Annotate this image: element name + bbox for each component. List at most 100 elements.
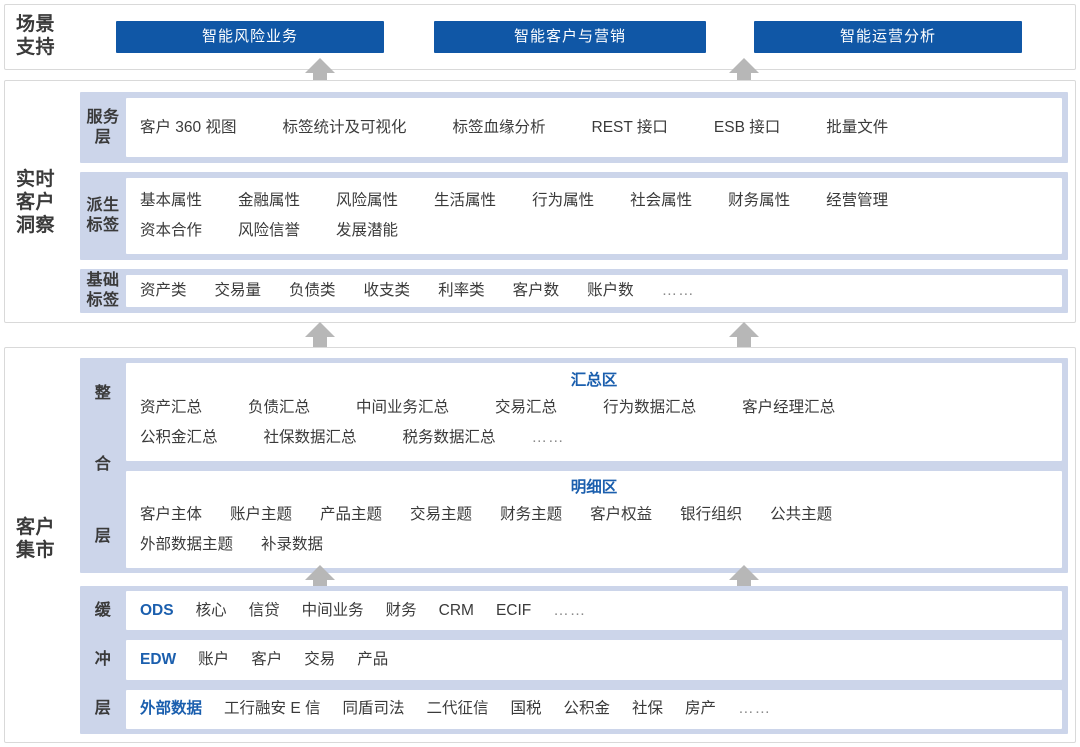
chip-transaction[interactable]: 交易: [304, 650, 336, 668]
chip-interest-rate-class[interactable]: 利率类: [438, 282, 485, 299]
chip-customer[interactable]: 客户: [251, 650, 283, 668]
chip-financial-attribute[interactable]: 金融属性: [238, 192, 301, 209]
scene-button-customer-marketing[interactable]: 智能客户与营销: [434, 21, 706, 53]
chip-housing-fund[interactable]: 公积金: [563, 700, 611, 718]
arrow-up-icon: [727, 563, 761, 597]
chip-behavior-data-summary[interactable]: 行为数据汇总: [603, 398, 697, 416]
chip-customer-360-view[interactable]: 客户 360 视图: [140, 118, 237, 136]
arrow-up-icon: [303, 320, 337, 354]
chip-finance-attribute[interactable]: 财务属性: [728, 192, 791, 209]
chip-icbc-rongan-e-xin[interactable]: 工行融安 E 信: [224, 700, 321, 718]
chip-credit[interactable]: 信贷: [248, 601, 280, 619]
chip-finance-subject[interactable]: 财务主题: [500, 506, 563, 524]
chip-liability-summary[interactable]: 负债汇总: [248, 398, 311, 416]
summary-zone: 汇总区 资产汇总 负债汇总 中间业务汇总 交易汇总 行为数据汇总 客户经理汇总 …: [126, 363, 1062, 461]
chip-ods[interactable]: ODS: [140, 601, 174, 619]
chip-batch-file[interactable]: 批量文件: [826, 118, 889, 136]
chip-national-tax[interactable]: 国税: [510, 700, 542, 718]
chip-transaction-summary[interactable]: 交易汇总: [495, 398, 558, 416]
chip-intermediate-business[interactable]: 中间业务: [301, 601, 364, 619]
summary-zone-row-1: 资产汇总 负债汇总 中间业务汇总 交易汇总 行为数据汇总 客户经理汇总: [140, 393, 1048, 423]
integration-layer-band: 整 合 层 汇总区 资产汇总 负债汇总 中间业务汇总 交易汇总 行为数据汇总: [80, 358, 1068, 573]
detail-zone-title: 明细区: [570, 479, 618, 497]
arrow-up-icon: [303, 563, 337, 597]
chip-ellipsis: ……: [531, 428, 565, 446]
summary-zone-row-2: 公积金汇总 社保数据汇总 税务数据汇总 ……: [140, 423, 1048, 453]
integration-layer-label-char-3: 层: [94, 528, 112, 546]
chip-housing-fund-summary[interactable]: 公积金汇总: [140, 428, 218, 446]
chip-account-count[interactable]: 账户数: [587, 282, 634, 299]
service-layer-row: 客户 360 视图 标签统计及可视化 标签血缘分析 REST 接口 ESB 接口…: [140, 113, 1048, 143]
scene-button-operation-analysis[interactable]: 智能运营分析: [754, 21, 1022, 53]
scene-support-group-label: 场景 支持: [16, 14, 56, 58]
chip-risk-attribute[interactable]: 风险属性: [336, 192, 399, 209]
chip-basic-attribute[interactable]: 基本属性: [140, 192, 203, 209]
chip-public-subject[interactable]: 公共主题: [770, 506, 833, 524]
external-data-chip-row: 外部数据 工行融安 E 信 同盾司法 二代征信 国税 公积金 社保 房产: [140, 694, 1048, 724]
chip-transaction-subject[interactable]: 交易主题: [410, 506, 473, 524]
ods-chip-row: ODS 核心 信贷 中间业务 财务 CRM ECIF ……: [140, 596, 1048, 626]
chip-social-security[interactable]: 社保: [632, 700, 664, 718]
service-layer-band: 服务 层 客户 360 视图 标签统计及可视化 标签血缘分析 REST 接口 E…: [80, 92, 1068, 163]
chip-income-expense-class[interactable]: 收支类: [363, 282, 411, 299]
chip-asset-summary[interactable]: 资产汇总: [140, 398, 203, 416]
chip-rest-interface[interactable]: REST 接口: [591, 118, 668, 136]
buffer-layer-label-char-1: 缓: [94, 601, 112, 619]
detail-zone: 明细区 客户主体 账户主题 产品主题 交易主题 财务主题 客户权益 银行组织: [126, 470, 1062, 568]
chip-account-subject[interactable]: 账户主题: [230, 506, 293, 524]
chip-second-gen-credit[interactable]: 二代征信: [426, 700, 489, 718]
chip-liability-class[interactable]: 负债类: [289, 282, 336, 299]
chip-customer-count[interactable]: 客户数: [512, 282, 560, 299]
chip-product-subject[interactable]: 产品主题: [320, 506, 383, 524]
chip-life-attribute[interactable]: 生活属性: [434, 192, 497, 209]
customer-mart-group-label: 客户 集市: [16, 517, 56, 561]
detail-zone-row-1: 客户主体 账户主题 产品主题 交易主题 财务主题 客户权益 银行组织 公共主题: [140, 500, 1048, 530]
buffer-layer-label: 缓 冲 层: [80, 586, 126, 734]
basic-tag-label: 基础 标签: [86, 272, 120, 309]
chip-edw[interactable]: EDW: [140, 650, 177, 668]
derived-tag-label: 派生 标签: [86, 197, 120, 234]
arrow-up-icon: [727, 56, 761, 90]
chip-ecif[interactable]: ECIF: [495, 601, 532, 619]
chip-social-attribute[interactable]: 社会属性: [630, 192, 693, 209]
chip-crm[interactable]: CRM: [438, 601, 474, 619]
chip-tag-statistics-visualization[interactable]: 标签统计及可视化: [282, 118, 407, 136]
basic-tag-content: 资产类 交易量 负债类 收支类 利率类 客户数 账户数 ……: [126, 275, 1062, 307]
realtime-customer-insight-group-label: 实时 客户 洞察: [16, 169, 56, 236]
chip-esb-interface[interactable]: ESB 接口: [713, 118, 781, 136]
chip-account[interactable]: 账户: [198, 650, 230, 668]
chip-customer-entity[interactable]: 客户主体: [140, 506, 203, 524]
chip-real-estate[interactable]: 房产: [685, 700, 717, 718]
derived-tag-row-1: 基本属性 金融属性 风险属性 生活属性 行为属性 社会属性 财务属性 经营管理: [140, 186, 1048, 216]
chip-product[interactable]: 产品: [357, 650, 389, 668]
buffer-layer-label-char-3: 层: [94, 700, 112, 718]
detail-zone-row-2: 外部数据主题 补录数据: [140, 530, 1048, 560]
chip-development-potential[interactable]: 发展潜能: [336, 222, 399, 239]
chip-capital-cooperation[interactable]: 资本合作: [140, 222, 203, 239]
scene-button-intelligent-risk[interactable]: 智能风险业务: [116, 21, 384, 53]
chip-transaction-volume[interactable]: 交易量: [214, 282, 262, 299]
chip-social-security-data-summary[interactable]: 社保数据汇总: [263, 428, 357, 446]
chip-tongdun-judicial[interactable]: 同盾司法: [342, 700, 405, 718]
chip-finance[interactable]: 财务: [385, 601, 417, 619]
derived-tag-row-2: 资本合作 风险信誉 发展潜能: [140, 216, 1048, 246]
integration-layer-zones: 汇总区 资产汇总 负债汇总 中间业务汇总 交易汇总 行为数据汇总 客户经理汇总 …: [126, 358, 1068, 573]
chip-customer-rights[interactable]: 客户权益: [590, 506, 653, 524]
chip-tax-data-summary[interactable]: 税务数据汇总: [402, 428, 496, 446]
arrow-up-icon: [303, 56, 337, 90]
summary-zone-title: 汇总区: [570, 371, 618, 389]
chip-external-data-subject[interactable]: 外部数据主题: [140, 536, 234, 554]
chip-asset-class[interactable]: 资产类: [140, 282, 187, 299]
chip-tag-lineage-analysis[interactable]: 标签血缘分析: [452, 118, 546, 136]
chip-business-management[interactable]: 经营管理: [826, 192, 889, 209]
edw-chip-row: EDW 账户 客户 交易 产品: [140, 645, 1048, 675]
chip-risk-credit[interactable]: 风险信誉: [238, 222, 301, 239]
chip-account-manager-summary[interactable]: 客户经理汇总: [742, 398, 836, 416]
chip-external-data[interactable]: 外部数据: [140, 700, 203, 718]
chip-intermediate-business-summary[interactable]: 中间业务汇总: [356, 398, 450, 416]
chip-supplementary-data[interactable]: 补录数据: [261, 536, 324, 554]
chip-bank-organization[interactable]: 银行组织: [680, 506, 743, 524]
chip-core[interactable]: 核心: [195, 601, 227, 619]
chip-behavior-attribute[interactable]: 行为属性: [532, 192, 595, 209]
